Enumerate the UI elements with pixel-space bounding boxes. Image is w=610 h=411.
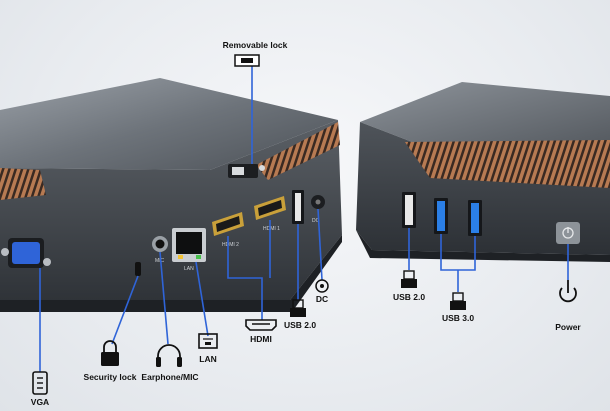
usb20-port-left (292, 190, 304, 224)
lan-print: LAN (184, 266, 194, 272)
hdmi2-port: HDMI 2 (212, 212, 244, 248)
power-label: Power (555, 322, 581, 332)
hdmi2-print: HDMI 2 (222, 242, 239, 248)
callout-lines (39, 66, 569, 372)
hdmi1-port: HDMI 1 (254, 196, 286, 232)
hdmi-icon (245, 319, 277, 331)
usb20-port-right (402, 192, 416, 228)
security-lock-label: Security lock (83, 372, 137, 382)
padlock-icon (101, 340, 119, 366)
dc-print: DC (312, 218, 320, 224)
heatsink-vent (405, 140, 610, 188)
dc-jack: DC (311, 195, 325, 224)
heatsink-vent (0, 168, 46, 200)
earphone-mic-label: Earphone/MIC (141, 372, 199, 382)
earphone-jack: MIC (152, 236, 168, 264)
usb30-port-2 (468, 200, 482, 236)
dc-label: DC (315, 294, 329, 304)
power-button (556, 222, 580, 244)
lan-port: LAN (172, 228, 206, 272)
usb20-right-label: USB 2.0 (392, 292, 426, 302)
left-unit (0, 78, 342, 312)
usb20-left-label: USB 2.0 (283, 320, 317, 330)
vga-port (1, 238, 51, 268)
usb-right-icon (401, 270, 417, 288)
usb30-port-1 (434, 198, 448, 234)
usb-left-icon (290, 299, 306, 317)
dc-icon (315, 279, 329, 293)
right-unit (356, 82, 610, 262)
ethernet-icon (198, 333, 218, 349)
usb30-label: USB 3.0 (441, 313, 475, 323)
lock-slider-icon (234, 54, 260, 67)
removable-lock-label: Removable lock (222, 40, 288, 50)
vga-label: VGA (30, 397, 50, 407)
usb3-icon (450, 292, 466, 310)
security-lock-slot (135, 262, 141, 276)
removable-lock-slider (228, 164, 265, 178)
mic-print: MIC (155, 258, 165, 264)
hdmi-label: HDMI (250, 334, 272, 344)
lan-label: LAN (199, 354, 217, 364)
vga-icon (32, 371, 48, 395)
hdmi1-print: HDMI 1 (263, 226, 280, 232)
power-icon (559, 280, 577, 303)
headphone-icon (156, 344, 182, 367)
